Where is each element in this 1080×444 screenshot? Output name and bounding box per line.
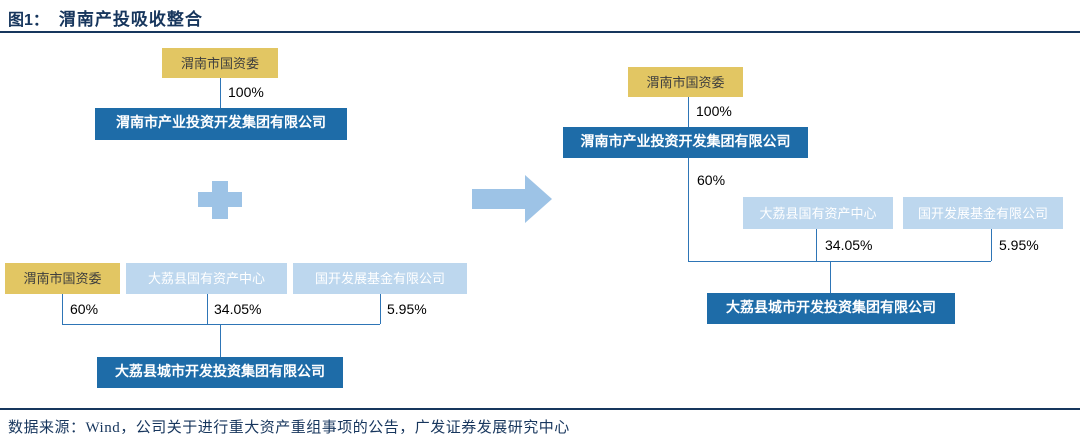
connector-line [220, 324, 221, 357]
node-cdb-fund-right: 国开发展基金有限公司 [903, 197, 1063, 229]
ownership-label-595-right: 5.95% [999, 237, 1039, 253]
node-weinan-industry-group-right: 渭南市产业投资开发集团有限公司 [563, 127, 808, 158]
figure-title: 渭南产投吸收整合 [58, 10, 203, 29]
connector-line [688, 158, 689, 261]
connector-line [380, 294, 381, 324]
ownership-label-100-right: 100% [696, 103, 732, 119]
node-weinan-industry-group-left: 渭南市产业投资开发集团有限公司 [95, 108, 347, 140]
plus-icon [198, 181, 242, 219]
footer-divider [0, 408, 1080, 410]
ownership-label-3405-right: 34.05% [825, 237, 873, 253]
source-note: 数据来源：Wind，公司关于进行重大资产重组事项的公告，广发证券发展研究中心 [8, 420, 570, 436]
connector-line [816, 229, 817, 261]
connector-line [62, 324, 380, 325]
node-dali-urban-group-right: 大荔县城市开发投资集团有限公司 [707, 293, 955, 324]
ownership-label-3405: 34.05% [214, 301, 262, 317]
figure-header: 图1： 渭南产投吸收整合 [8, 5, 203, 30]
connector-line [207, 294, 208, 324]
connector-line [830, 261, 831, 293]
connector-line [62, 294, 63, 324]
ownership-label-100: 100% [228, 84, 264, 100]
header-divider [0, 31, 1080, 33]
ownership-label-60-right: 60% [697, 172, 726, 188]
node-dali-urban-group-left: 大荔县城市开发投资集团有限公司 [97, 357, 343, 388]
node-weinan-sasac-left: 渭南市国资委 [162, 48, 278, 78]
arrow-right-icon [472, 175, 552, 223]
connector-line [991, 229, 992, 261]
ownership-label-595: 5.95% [387, 301, 427, 317]
node-cdb-fund-left: 国开发展基金有限公司 [293, 263, 467, 294]
node-dali-assets-center-left: 大荔县国有资产中心 [126, 263, 287, 294]
node-dali-assets-center-right: 大荔县国有资产中心 [743, 197, 893, 229]
node-weinan-sasac-right: 渭南市国资委 [628, 67, 743, 97]
node-weinan-sasac-bottom: 渭南市国资委 [5, 263, 120, 294]
ownership-label-60: 60% [70, 301, 99, 317]
connector-line [220, 78, 221, 108]
figure-label: 图1： [8, 12, 49, 29]
connector-line [688, 97, 689, 127]
connector-line [688, 261, 991, 262]
